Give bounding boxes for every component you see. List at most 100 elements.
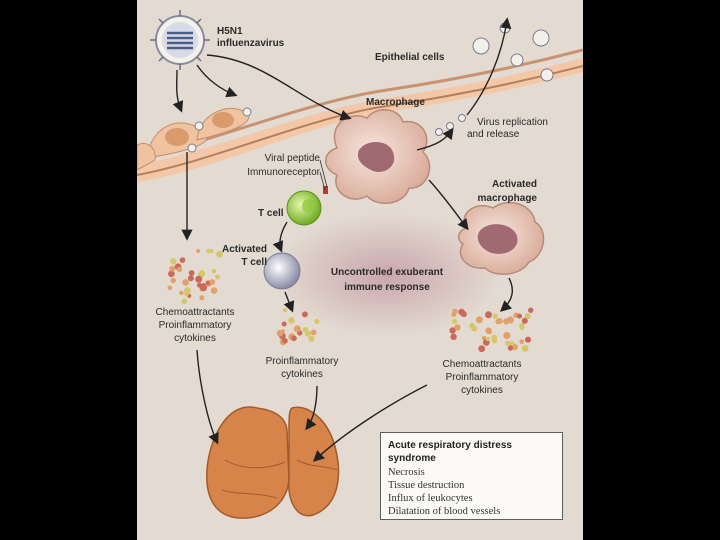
cytokine-dot [215,275,220,280]
cytokine-dot [212,269,217,274]
label-h5n1: H5N1 [217,26,243,38]
cytokine-dot [305,330,311,336]
label-right-proinflammatory: Proinflammatory [432,372,532,384]
cytokine-dot [485,328,491,334]
cytokine-dot [311,330,317,336]
cytokine-dot [519,339,524,344]
t-cell [287,191,321,225]
cytokine-dot [478,345,485,352]
ards-item: Necrosis [388,466,555,479]
cytokine-dot [277,330,284,337]
cytokine-dot [288,317,294,323]
cytokine-dot [497,318,503,324]
activated-t-cell [264,253,300,289]
cytokine-dot [169,266,175,272]
cytokine-dot [184,291,189,296]
label-immunoreceptor: Immunoreceptor [217,167,320,179]
diagram-panel: H5N1 influenzavirus Epithelial cells Mac… [137,0,583,540]
cytokine-dot [294,325,301,332]
immunoreceptor-mark [323,186,328,194]
cytokine-dot [522,318,528,324]
cytokine-dot [451,312,456,317]
label-virus-replication: Virus replication [477,117,548,129]
cytokine-dot [282,338,288,344]
label-left-cytokines: cytokines [145,333,245,345]
arrow-virus-to-epithelium [177,70,181,110]
h5n1-virus [150,10,210,70]
arrow-virus-to-epithelium-2 [197,65,235,95]
cytokine-dot [188,275,194,281]
leader-immunoreceptor [320,172,325,190]
cytokine-dot [199,295,204,300]
cytokine-dot [493,314,498,319]
arrow-left-cytokines-to-lungs [197,350,217,442]
cytokine-dot [189,270,195,276]
cytokine-dot [503,332,510,339]
cytokine-dot [517,314,522,319]
cytokine-dot [209,279,215,285]
cytokine-dot [211,287,218,294]
cytokine-dot [195,276,202,283]
cytokine-dot [505,341,510,346]
label-immune-response: immune response [322,282,452,294]
cytokine-dot [283,308,287,312]
label-t-cell: T cell [258,208,284,220]
cytokine-dot [454,324,460,330]
cytokine-dot [182,279,189,286]
activated-macrophage-cell [459,203,544,275]
cytokine-dot [520,326,524,330]
label-mid-cytokines: cytokines [252,369,352,381]
cytokine-dot [452,319,457,324]
label-left-chemoattractants: Chemoattractants [145,307,245,319]
cytokine-dot [314,319,319,324]
cytokine-dot [485,311,492,318]
label-activated-macrophage-1: Activated [457,179,537,191]
cytokine-dot [291,336,297,342]
label-left-proinflammatory: Proinflammatory [145,320,245,332]
cytokine-dot [450,334,456,340]
cytokine-dot [302,311,308,317]
cytokine-dot [492,338,498,344]
cytokine-dot [180,257,186,263]
cytokine-dot [507,316,514,323]
label-uncontrolled: Uncontrolled exuberant [322,267,452,279]
cytokine-dot [171,278,176,283]
cytokine-dot [181,299,187,305]
cytokine-dot [177,267,183,273]
cytokine-dot [525,337,531,343]
arrow-activated-mac-to-cytokines [502,278,512,310]
macrophage-cell [326,110,430,204]
cytokine-dot [469,323,475,329]
label-viral-peptide: Viral peptide [227,153,320,165]
cytokine-dot [201,283,207,289]
label-right-chemoattractants: Chemoattractants [432,359,532,371]
label-macrophage: Macrophage [366,97,425,109]
label-activated-t-cell-2: T cell [207,257,267,269]
lungs [207,407,339,518]
cytokine-cluster-right [449,308,533,353]
cytokine-dot [522,345,529,352]
cytokine-dot [458,309,465,316]
ards-item: Dilatation of blood vessels [388,505,555,518]
label-and-release: and release [467,129,519,141]
label-activated-macrophage-2: macrophage [457,193,537,205]
cytokine-dot [486,337,490,341]
cytokine-dot [168,286,173,291]
ards-item: Tissue destruction [388,479,555,492]
ards-box: Acute respiratory distress syndrome Necr… [380,432,563,520]
cytokine-dot [508,345,513,350]
cytokine-dot [308,336,314,342]
label-influenzavirus: influenzavirus [217,38,284,50]
cytokine-dot [282,322,287,327]
cytokine-dot [196,249,200,253]
cytokine-dot [476,316,483,323]
cytokine-dot [199,270,205,276]
label-epithelial-cells: Epithelial cells [375,52,444,64]
label-right-cytokines: cytokines [432,385,532,397]
label-activated-t-cell-1: Activated [207,244,267,256]
arrow-release-up [467,20,507,115]
ards-title: Acute respiratory distress syndrome [388,439,555,465]
label-mid-proinflammatory: Proinflammatory [252,356,352,368]
cytokine-dot [170,258,176,264]
cytokine-dot [179,291,183,295]
